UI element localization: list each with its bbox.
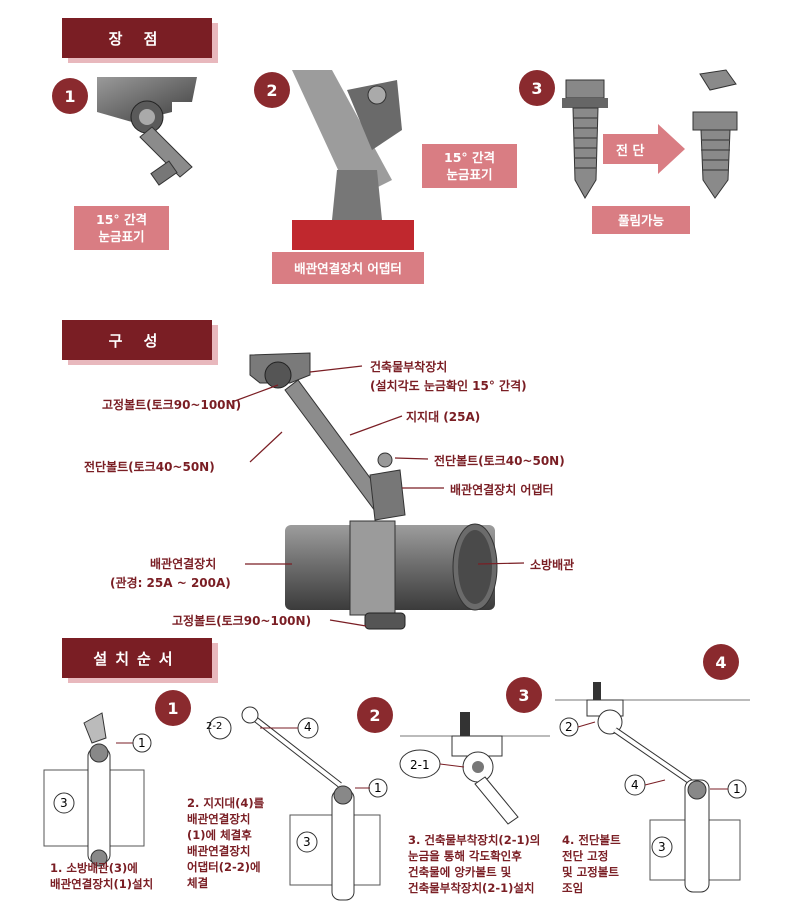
label-shear-bolt-left: 전단볼트(토크40~50N) (84, 460, 215, 474)
install-step-1-text: 1. 소방배관(3)에 배관연결장치(1)설치 (50, 861, 154, 891)
shear-arrow-icon (603, 124, 685, 174)
assembly-diagram (249, 352, 498, 630)
advantage-caption-3: 풀림가능 (592, 206, 690, 234)
advantage-number-3: 3 (519, 70, 555, 106)
label-building-attach-angle: (설치각도 눈금확인 15° 간격) (370, 379, 527, 393)
adapter-closeup-image (292, 70, 414, 250)
label-support-rod: 지지대 (25A) (406, 410, 481, 424)
caption-line: 눈금표기 (446, 167, 493, 182)
install-step-4-text: 4. 전단볼트 전단 고정 및 고정볼트 조임 (562, 833, 621, 895)
advantage-number-2: 2 (254, 72, 290, 108)
section-tab-install-order: 설치순서 (62, 638, 212, 678)
caption-line: 15° 간격 (444, 150, 495, 165)
step4-callout-2: 2 (565, 720, 573, 734)
label-pipe-connector: 배관연결장치 (150, 557, 217, 571)
install-step-2-figure (208, 706, 388, 901)
install-step-1-figure (43, 712, 152, 867)
advantage-caption-2: 배관연결장치 어댑터 (272, 252, 424, 284)
step2-callout-4: 4 (304, 720, 312, 734)
install-step-number-4: 4 (703, 644, 739, 680)
install-step-4-figure (555, 682, 750, 893)
install-step-number-1: 1 (155, 690, 191, 726)
install-step-2-text: 2. 지지대(4)를 배관연결장치 (1)에 체결후 배관연결장치 어댑터(2-… (187, 796, 265, 890)
label-fix-bolt-bottom: 고정볼트(토크90~100N) (172, 614, 312, 628)
bracket-closeup-image (97, 77, 197, 186)
install-step-number-3: 3 (506, 677, 542, 713)
advantage-side-caption-2: 15° 간격 눈금표기 (422, 144, 517, 188)
step2-callout-2-2: 2-2 (206, 721, 223, 732)
install-step-number-2: 2 (357, 697, 393, 733)
advantage-caption-1: 15° 간격 눈금표기 (74, 206, 169, 250)
section-tab-advantages: 장 점 (62, 18, 212, 58)
shear-arrow-label: 전 단 (616, 144, 645, 159)
label-shear-bolt-right: 전단볼트(토크40~50N) (434, 454, 565, 468)
install-step-3-text: 3. 건축물부착장치(2-1)의 눈금을 통해 각도확인후 건축물에 앙카볼트 … (408, 833, 541, 895)
step1-callout-3: 3 (60, 796, 68, 810)
label-adapter: 배관연결장치 어댑터 (450, 483, 554, 497)
advantage-number-1: 1 (52, 78, 88, 114)
caption-line: 눈금표기 (98, 229, 145, 244)
label-fix-bolt-top: 고정볼트(토크90~100N) (102, 398, 242, 412)
label-pipe-size: (관경: 25A ~ 200A) (110, 576, 231, 590)
step1-callout-1: 1 (138, 736, 146, 750)
shear-bolt-after-image (692, 69, 738, 199)
label-building-attach: 건축물부착장치 (370, 360, 448, 374)
step2-callout-3: 3 (303, 835, 311, 849)
step4-callout-1: 1 (733, 782, 741, 796)
step4-callout-4: 4 (631, 778, 639, 792)
label-fire-pipe: 소방배관 (530, 558, 575, 572)
section-tab-composition: 구 성 (62, 320, 212, 360)
install-step-3-figure (399, 712, 550, 825)
caption-line: 15° 간격 (96, 212, 147, 227)
shear-bolt-before-image (562, 79, 608, 199)
step4-callout-3: 3 (658, 840, 666, 854)
step3-callout-2-1: 2-1 (410, 758, 430, 772)
step2-callout-1: 1 (374, 781, 382, 795)
